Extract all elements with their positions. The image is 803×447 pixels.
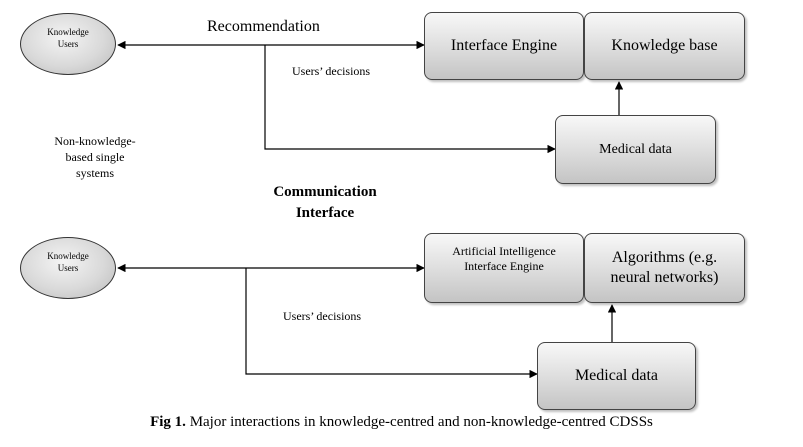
top-decisions-arrow <box>264 45 556 154</box>
bottom-knowledge-users-label: Knowledge Users <box>47 251 89 273</box>
bottom-medical-data-label: Medical data <box>574 367 659 384</box>
figure-caption-text: Major interactions in knowledge-centred … <box>185 414 653 430</box>
interface-engine-label: Interface Engine <box>450 37 558 54</box>
ai-engine-box: Artificial Intelligence Interface Engine <box>424 233 584 303</box>
non-knowledge-note: Non-knowledge- based single systems <box>54 134 136 180</box>
figure-caption-prefix: Fig 1. <box>150 414 186 430</box>
algorithms-label: Algorithms (e.g. neural networks) <box>610 249 719 286</box>
ai-engine-label: Artificial Intelligence Interface Engine <box>452 244 556 273</box>
recommendation-label: Recommendation <box>207 18 320 35</box>
bottom-medical-data-box: Medical data <box>537 342 696 410</box>
top-knowledge-users-label: Knowledge Users <box>47 27 89 49</box>
knowledge-base-box: Knowledge base <box>584 12 745 80</box>
bottom-decisions-arrow <box>245 268 538 379</box>
top-medical-data-box: Medical data <box>555 115 716 184</box>
top-users-decisions-label: Users’ decisions <box>292 64 371 78</box>
top-medical-data-label: Medical data <box>599 141 672 157</box>
communication-interface-label: Communication Interface <box>273 184 377 221</box>
bottom-users-decisions-label: Users’ decisions <box>283 309 362 323</box>
bottom-knowledge-users-node: Knowledge Users <box>20 237 116 299</box>
algorithms-box: Algorithms (e.g. neural networks) <box>584 233 745 303</box>
top-knowledge-users-node: Knowledge Users <box>20 13 116 75</box>
figure-caption: Fig 1. Major interactions in knowledge-c… <box>0 414 803 431</box>
interface-engine-box: Interface Engine <box>424 12 584 80</box>
knowledge-base-label: Knowledge base <box>611 37 718 54</box>
